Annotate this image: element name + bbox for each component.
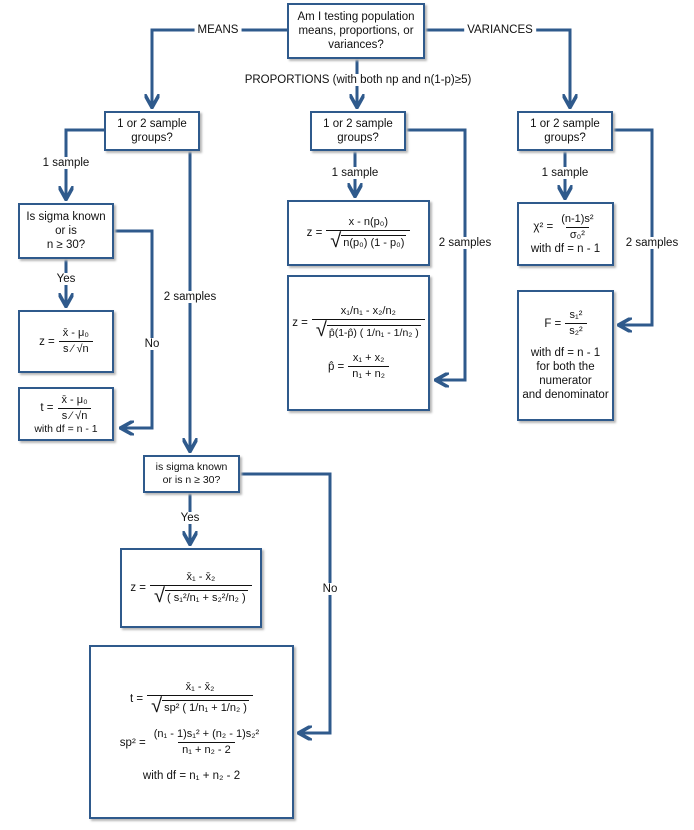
- numerator: x₁ + x₂: [352, 352, 385, 364]
- q-line: or is: [55, 225, 77, 237]
- q-line: Is sigma known: [26, 211, 106, 223]
- lhs: z =: [292, 316, 308, 329]
- means-no2-label: No: [319, 583, 341, 595]
- df-text: with df = n - 1: [530, 347, 601, 359]
- lhs: χ² =: [533, 221, 554, 233]
- means-yes-label: Yes: [53, 273, 79, 285]
- fraction: x̄₁ - x̄₂ √( s₁²/n₁ + s₂²/n₂ ): [150, 571, 252, 606]
- start-line: means, proportions, or: [298, 25, 414, 37]
- groups-question: 1 or 2 sample groups?: [530, 118, 600, 144]
- fraction: x₁ + x₂ n₁ + n₂: [348, 352, 390, 381]
- df-text: with df = n - 1: [530, 242, 601, 255]
- start-question-box: Am I testing population means, proportio…: [287, 3, 425, 59]
- proportions-1-sample-label: 1 sample: [328, 167, 382, 179]
- lhs: t =: [130, 692, 144, 705]
- means-no-label: No: [141, 338, 163, 350]
- df-text: and denominator: [522, 389, 609, 401]
- q-line: is sigma known: [155, 461, 228, 473]
- sigma-known-box-1: Is sigma known or is n ≥ 30?: [18, 203, 114, 259]
- lhs: z =: [39, 335, 55, 348]
- variances-label: VARIANCES: [464, 24, 536, 36]
- sp-lhs: sp² =: [119, 736, 146, 749]
- variances-2-samples-connector: [613, 128, 654, 325]
- denominator: s ⁄ √n: [57, 407, 92, 423]
- denominator: n₁ + n₂ - 2: [178, 742, 235, 757]
- numerator: x̄₁ - x̄₂: [185, 681, 215, 693]
- variances-connector: [425, 28, 570, 106]
- groups-question: 1 or 2 sample groups?: [117, 118, 187, 144]
- means-groups-box: 1 or 2 sample groups?: [104, 111, 200, 151]
- numerator: x - n(p₀): [348, 215, 389, 228]
- df-text: for both the: [536, 361, 595, 373]
- variances-1-sample-label: 1 sample: [538, 167, 592, 179]
- start-line: variances?: [328, 39, 384, 51]
- means-label: MEANS: [194, 24, 242, 36]
- means-no-connector: [114, 229, 154, 428]
- radicand: ( s₁²/n₁ + s₂²/n₂ ): [165, 589, 248, 604]
- sqrt-icon: √sp² ( 1/n₁ + 1/n₂ ): [151, 695, 249, 717]
- means-1-sample-label: 1 sample: [39, 157, 93, 169]
- variances-2-samples-label: 2 samples: [622, 237, 682, 249]
- variances-groups-box: 1 or 2 sample groups?: [517, 111, 613, 151]
- sqrt-icon: √( s₁²/n₁ + s₂²/n₂ ): [154, 584, 248, 607]
- proportions-groups-box: 1 or 2 sample groups?: [310, 111, 406, 151]
- numerator: (n-1)s²: [561, 212, 594, 225]
- radicand: sp² ( 1/n₁ + 1/n₂ ): [162, 700, 249, 714]
- denominator: s₂²: [565, 323, 587, 338]
- numerator: x₁/n₁ - x₂/n₂: [340, 305, 396, 317]
- fraction: x̄₁ - x̄₂ √sp² ( 1/n₁ + 1/n₂ ): [147, 681, 253, 716]
- numerator: x̄₁ - x̄₂: [186, 570, 216, 583]
- sigma-known-box-2: is sigma known or is n ≥ 30?: [143, 455, 240, 493]
- phat-lhs: p̂ =: [327, 360, 345, 373]
- means-no2-connector: [240, 472, 332, 733]
- z-test-two-means-box: z = x̄₁ - x̄₂ √( s₁²/n₁ + s₂²/n₂ ): [120, 548, 262, 628]
- lhs: z =: [306, 227, 323, 239]
- df-text: with df = n - 1: [34, 422, 98, 435]
- numerator: x̄ - μ₀: [61, 393, 88, 406]
- means-2-samples-label: 2 samples: [160, 291, 220, 303]
- proportions-2-samples-connector: [406, 128, 467, 380]
- q-line: n ≥ 30?: [46, 239, 86, 251]
- lhs: z =: [130, 582, 147, 594]
- q-line: or is n ≥ 30?: [162, 474, 221, 486]
- numerator: x̄ - μ₀: [62, 327, 89, 339]
- radicand: n(p₀) (1 - p₀): [341, 234, 407, 249]
- df-text: with df = n₁ + n₂ - 2: [142, 770, 241, 782]
- lhs: F =: [544, 317, 562, 330]
- groups-question: 1 or 2 sample groups?: [323, 118, 393, 144]
- lhs: t =: [40, 402, 54, 414]
- proportions-label: PROPORTIONS (with both np and n(1-p)≥5): [241, 74, 475, 86]
- sqrt-icon: √n(p₀) (1 - p₀): [330, 229, 407, 252]
- means-1-sample-connector: [66, 128, 104, 198]
- fraction: s₁² s₂²: [565, 309, 587, 338]
- start-line: Am I testing population: [297, 11, 415, 23]
- numerator: s₁²: [569, 309, 583, 321]
- fraction: (n₁ - 1)s₁² + (n₂ - 1)s₂² n₁ + n₂ - 2: [150, 728, 264, 757]
- z-test-one-mean-box: z = x̄ - μ₀ s ⁄ √n: [18, 310, 114, 373]
- denominator: s ⁄ √n: [59, 341, 93, 356]
- denominator: σ₀²: [565, 226, 589, 242]
- t-test-two-means-box: t = x̄₁ - x̄₂ √sp² ( 1/n₁ + 1/n₂ ) sp² =…: [89, 645, 294, 819]
- fraction: x₁/n₁ - x₂/n₂ √p̂(1-p̂) ( 1/n₁ - 1/n₂ ): [311, 305, 425, 341]
- radicand: p̂(1-p̂) ( 1/n₁ - 1/n₂ ): [326, 325, 421, 339]
- fraction: x - n(p₀) √n(p₀) (1 - p₀): [326, 215, 411, 252]
- denominator: n₁ + n₂: [348, 366, 390, 381]
- z-test-one-proportion-box: z = x - n(p₀) √n(p₀) (1 - p₀): [287, 200, 430, 266]
- sqrt-icon: √p̂(1-p̂) ( 1/n₁ - 1/n₂ ): [315, 319, 421, 341]
- numerator: (n₁ - 1)s₁² + (n₂ - 1)s₂²: [153, 728, 260, 740]
- fraction: x̄ - μ₀ s ⁄ √n: [59, 327, 93, 356]
- means-yes2-label: Yes: [177, 512, 203, 524]
- z-test-two-proportions-box: z = x₁/n₁ - x₂/n₂ √p̂(1-p̂) ( 1/n₁ - 1/n…: [287, 275, 430, 411]
- proportions-2-samples-label: 2 samples: [435, 237, 495, 249]
- means-connector: [152, 28, 287, 106]
- df-text: numerator: [539, 375, 592, 387]
